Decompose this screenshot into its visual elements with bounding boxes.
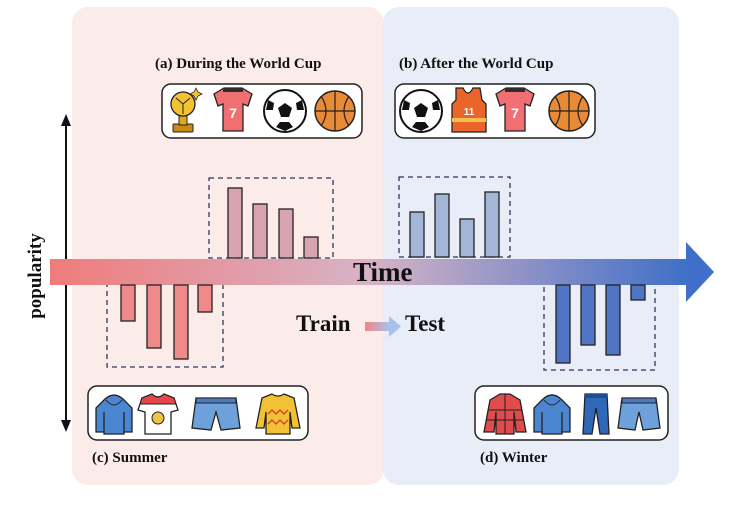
upper-left-bars-frame xyxy=(208,177,334,259)
bar xyxy=(278,208,294,259)
bar xyxy=(120,284,136,322)
time-label: Time xyxy=(353,257,413,287)
bar xyxy=(605,284,621,356)
caption-during-world-cup: (a) During the World Cup xyxy=(155,56,322,72)
bar xyxy=(227,187,243,259)
jersey-7-icon: 7 xyxy=(495,87,535,132)
hoodie-icon xyxy=(533,394,571,435)
upper-right-bars-frame xyxy=(398,176,511,258)
caption-summer: (c) Summer xyxy=(92,450,168,466)
winter-icons-box xyxy=(474,385,669,441)
svg-text:7: 7 xyxy=(229,105,237,121)
bar xyxy=(484,191,500,258)
basketball-icon xyxy=(314,90,356,132)
train-label: Train xyxy=(296,311,351,336)
popularity-axis-label: popularity xyxy=(25,233,46,319)
denim-shorts-icon xyxy=(191,397,241,431)
hoodie-icon xyxy=(95,394,133,435)
bar xyxy=(580,284,596,346)
world-cup-icons-box: 7 xyxy=(161,83,363,139)
bar xyxy=(434,193,450,258)
bar xyxy=(252,203,268,259)
svg-text:7: 7 xyxy=(511,105,519,121)
puffer-jacket-icon xyxy=(483,393,527,435)
test-label: Test xyxy=(405,311,446,336)
bar xyxy=(555,284,571,364)
upper-right-bars xyxy=(409,191,500,258)
denim-shorts-icon xyxy=(617,397,661,431)
caption-after-world-cup: (b) After the World Cup xyxy=(399,56,554,72)
summer-icons-box xyxy=(87,385,309,441)
sweater-icon xyxy=(255,393,301,435)
jeans-icon xyxy=(582,393,610,435)
bar xyxy=(409,211,425,258)
svg-text:11: 11 xyxy=(464,107,475,118)
bar xyxy=(630,284,646,301)
soccer-ball-icon xyxy=(263,89,307,133)
jersey-7-icon: 7 xyxy=(213,87,253,132)
tshirt-icon xyxy=(137,393,179,435)
soccer-ball-icon xyxy=(399,89,443,133)
bar xyxy=(173,284,189,360)
bar xyxy=(197,284,213,313)
bar xyxy=(146,284,162,349)
time-arrow xyxy=(50,242,714,302)
lower-right-bars xyxy=(555,284,646,364)
bar xyxy=(303,236,319,259)
after-world-cup-icons-box: 11 7 xyxy=(394,83,596,139)
trophy-icon xyxy=(170,87,203,133)
bar xyxy=(459,218,475,258)
upper-left-bars xyxy=(227,187,319,259)
basketball-icon xyxy=(548,90,590,132)
caption-winter: (d) Winter xyxy=(480,450,548,466)
basketball-jersey-icon: 11 xyxy=(451,87,487,133)
train-to-test-arrow xyxy=(365,316,401,337)
lower-left-bars xyxy=(120,284,213,360)
